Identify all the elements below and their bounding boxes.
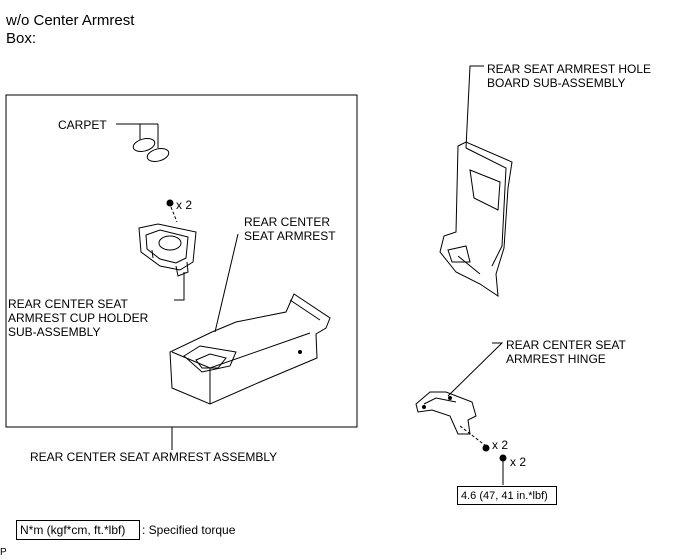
title-line1: w/o Center Armrest: [6, 12, 135, 29]
assembly-frame: [5, 94, 358, 428]
nut-qty-label: x 2: [492, 438, 509, 452]
cup-holder-part: [138, 223, 197, 301]
bolt-qty-label: x 2: [510, 455, 527, 469]
hole-board-label-line2: BOARD SUB-ASSEMBLY: [487, 76, 626, 90]
armrest-label-line2: SEAT ARMREST: [244, 229, 336, 243]
cup-holder-label-line3: SUB-ASSEMBLY: [8, 325, 101, 339]
hinge-label-line2: ARMREST HINGE: [506, 352, 606, 366]
legend-unit-box: N*m (kgf*cm, ft.*lbf): [16, 520, 140, 540]
legend-unit-text: N*m (kgf*cm, ft.*lbf): [20, 523, 126, 537]
torque-value: 4.6 (47, 41 in.*lbf): [461, 490, 548, 502]
hinge-part: [415, 342, 504, 447]
hole-board-label-line1: REAR SEAT ARMREST HOLE: [487, 62, 652, 76]
torque-box: 4.6 (47, 41 in.*lbf): [457, 486, 557, 505]
bolt-icon: [499, 454, 507, 485]
assembly-label: REAR CENTER SEAT ARMREST ASSEMBLY: [30, 450, 278, 464]
hinge-label-line1: REAR CENTER SEAT: [506, 338, 626, 352]
corner-mark: P: [0, 547, 7, 558]
legend-description: : Specified torque: [142, 523, 236, 537]
carpet-part: [116, 123, 170, 162]
armrest-label-line1: REAR CENTER: [244, 215, 331, 229]
title-line2: Box:: [6, 30, 37, 47]
cup-holder-label-line1: REAR CENTER SEAT: [8, 297, 128, 311]
armrest-part: [169, 233, 331, 405]
screw-qty-label: x 2: [176, 198, 193, 212]
carpet-label: CARPET: [58, 118, 107, 132]
screw-icon: [166, 199, 178, 223]
hole-board-part: [439, 65, 513, 297]
cup-holder-label-line2: ARMREST CUP HOLDER: [8, 311, 149, 325]
nut-icon: [482, 444, 490, 452]
